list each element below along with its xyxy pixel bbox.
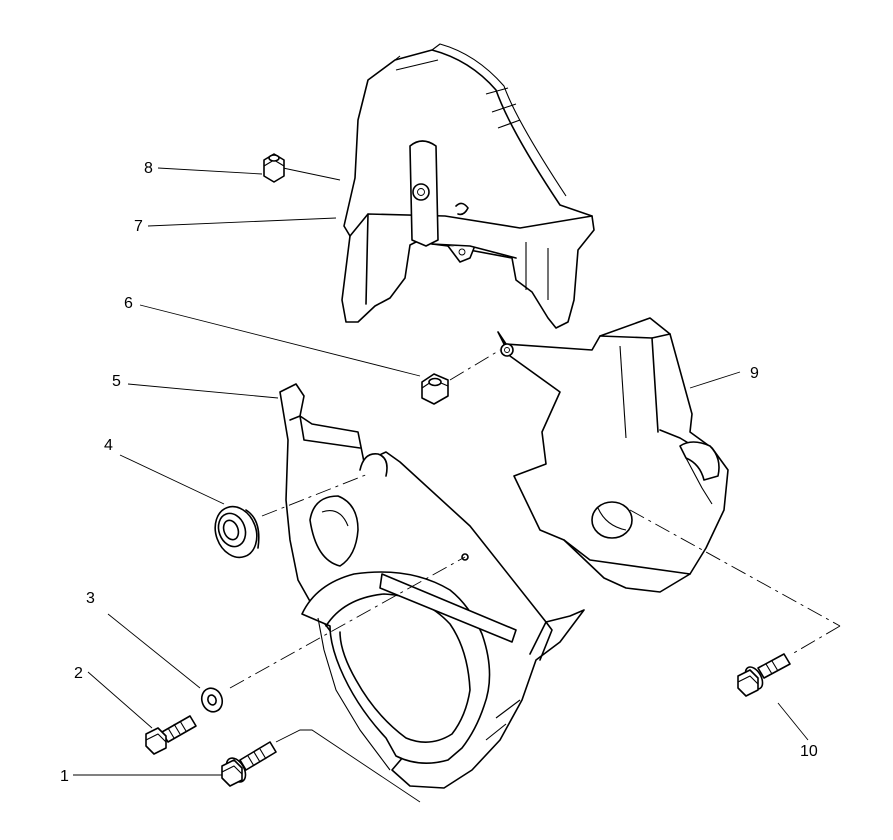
seal-grommet <box>214 505 260 559</box>
callout-5: 5 <box>112 373 121 390</box>
leader-lines <box>73 167 809 803</box>
callout-labels: 1 2 3 4 5 6 7 8 9 10 <box>60 160 818 785</box>
callout-8: 8 <box>144 160 153 177</box>
nut-middle <box>421 373 449 405</box>
callout-4: 4 <box>104 437 113 454</box>
axis-lines <box>229 349 841 689</box>
callout-9: 9 <box>750 365 759 382</box>
callout-3: 3 <box>86 590 95 607</box>
callout-2: 2 <box>74 665 83 682</box>
callout-6: 6 <box>124 295 133 312</box>
callout-1: 1 <box>60 768 69 785</box>
right-timing-cover <box>497 317 729 593</box>
nut-upper <box>263 153 285 183</box>
callout-10: 10 <box>800 743 818 760</box>
bolt-right <box>737 653 791 697</box>
callout-7: 7 <box>134 218 143 235</box>
upper-timing-cover <box>341 43 595 329</box>
lower-timing-cover <box>279 383 585 789</box>
bolt-flange <box>221 741 277 787</box>
washer <box>200 687 224 713</box>
bolt-short <box>145 715 197 755</box>
